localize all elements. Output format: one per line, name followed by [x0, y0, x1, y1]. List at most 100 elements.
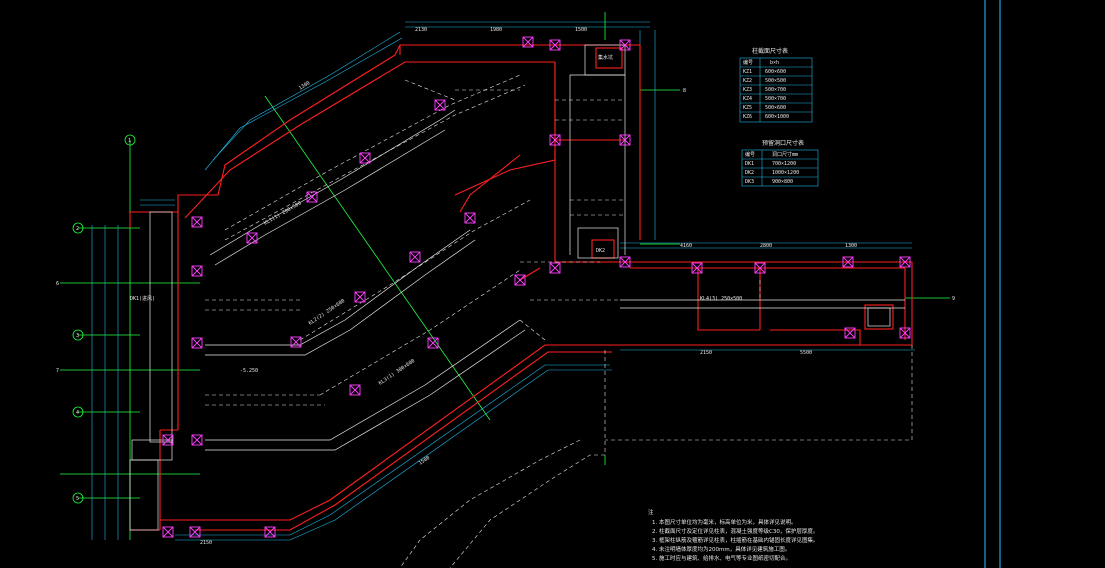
column-symbol — [290, 336, 302, 348]
column-symbol — [464, 212, 476, 224]
column-symbol — [264, 526, 276, 538]
axis-bubbles — [72, 134, 136, 504]
axis-bubble-text: 1 2 3 4 5 6 7 8 9 — [56, 88, 955, 502]
column-cross — [191, 216, 203, 228]
table1-r1c1: 500×500 — [765, 78, 786, 84]
table1-r4c0: KZ5 — [743, 105, 752, 111]
axis-label-a3: 3 — [76, 333, 79, 339]
table1-r0c0: KZ1 — [743, 69, 752, 75]
notes-line-4: 4. 未注明墙体厚度均为200mm，具体详见建筑施工图。 — [652, 545, 790, 553]
column-cross — [264, 526, 276, 538]
column-symbol — [842, 256, 854, 268]
drawing-frame — [984, 0, 1001, 568]
table1-title: 柱截面尺寸表 — [752, 47, 788, 55]
column-cross — [842, 256, 854, 268]
table1-r3c0: KZ4 — [743, 96, 752, 102]
table1-r2c0: KZ3 — [743, 87, 752, 93]
column-symbol — [549, 39, 561, 51]
table2-h1: 洞口尺寸mm — [772, 151, 798, 158]
dim-text-6: 2800 — [760, 243, 772, 249]
column-cross — [427, 337, 439, 349]
column-cross — [434, 99, 446, 111]
column-symbol — [754, 262, 766, 274]
column-symbol — [191, 434, 203, 446]
dim-text-10: 2150 — [200, 540, 212, 546]
column-cross — [754, 262, 766, 274]
column-symbol — [619, 39, 631, 51]
column-symbol — [349, 384, 361, 396]
notes-line-2: 2. 柱截面尺寸及定位详见柱表，混凝土强度等级C30，保护层厚度。 — [652, 527, 818, 535]
table1-r1c0: KZ2 — [743, 78, 752, 84]
column-symbol — [899, 327, 911, 339]
column-cross — [514, 274, 526, 286]
general-notes: 注 1. 本图尺寸单位均为毫米，标高单位为米，具体详见说明。 2. 柱截面尺寸及… — [648, 508, 819, 562]
dim-text-4: 1300 — [298, 80, 311, 91]
beam-label-3: KL3(1) 300×600 — [378, 358, 416, 387]
axis-label-a8: 8 — [683, 88, 686, 94]
column-cross — [354, 291, 366, 303]
dim-text-5: 4160 — [680, 243, 692, 249]
column-symbol — [514, 274, 526, 286]
table1-r0c1: 600×600 — [765, 69, 786, 75]
column-cross — [306, 191, 318, 203]
column-symbol — [619, 256, 631, 268]
dim-text-2: 1980 — [490, 27, 502, 33]
column-cross — [349, 384, 361, 396]
opening-size-table: 预留洞口尺寸表 编号 洞口尺寸mm DK1 700×1200 DK2 1000×… — [741, 139, 819, 187]
column-symbol — [844, 327, 856, 339]
column-symbol — [427, 337, 439, 349]
column-symbol — [191, 265, 203, 277]
columns — [162, 36, 911, 538]
column-cross — [191, 337, 203, 349]
dim-text-9: 5500 — [800, 350, 812, 356]
table2-r2c0: DK3 — [745, 179, 754, 185]
table1-r2c1: 500×700 — [765, 87, 786, 93]
notes-line-3: 3. 框架柱纵筋及箍筋详见柱表，柱插筋在基础内锚固长度详见图集。 — [652, 536, 819, 544]
axis-label-a9: 9 — [952, 296, 955, 302]
table2-r1c0: DK2 — [745, 170, 754, 176]
column-cross — [359, 152, 371, 164]
table2-h0: 编号 — [745, 151, 755, 158]
column-cross — [899, 256, 911, 268]
column-cross — [162, 526, 174, 538]
column-cross — [290, 336, 302, 348]
column-cross — [619, 39, 631, 51]
table2-r0c1: 700×1200 — [772, 161, 796, 167]
column-symbol — [549, 134, 561, 146]
column-cross — [619, 134, 631, 146]
table1-h0: 编号 — [743, 59, 753, 66]
table2-r1c1: 1000×1200 — [772, 170, 799, 176]
elevation-label: -5.250 — [240, 368, 258, 374]
dim-text-7: 1300 — [845, 243, 857, 249]
column-cross — [189, 526, 201, 538]
room-label-2: 集水坑 — [598, 54, 613, 61]
column-symbol — [162, 434, 174, 446]
column-cross — [691, 262, 703, 274]
room-label-3: DK2 — [596, 248, 605, 254]
axis-label-a2: 2 — [76, 226, 79, 232]
column-cross — [549, 262, 561, 274]
dashed-lines — [205, 74, 913, 568]
table2-title: 预留洞口尺寸表 — [762, 139, 804, 147]
column-symbol — [434, 99, 446, 111]
column-cross — [899, 327, 911, 339]
notes-title: 注 — [648, 508, 654, 516]
column-cross — [619, 256, 631, 268]
wall-outline — [129, 44, 913, 531]
table1-r5c0: KZ6 — [743, 114, 752, 120]
column-symbol — [409, 251, 421, 263]
column-symbol — [549, 262, 561, 274]
axis-label-a5: 5 — [76, 496, 79, 502]
column-cross — [549, 39, 561, 51]
misc-labels: DK1(进风) 集水坑 DK2 KL1(1) 200×500 KL2(2) 25… — [130, 54, 742, 387]
table1-r3c1: 500×700 — [765, 96, 786, 102]
dim-text-3: 1500 — [575, 27, 587, 33]
axis-label-a4: 4 — [76, 410, 79, 416]
column-cross — [191, 265, 203, 277]
dim-text-1: 2130 — [415, 27, 427, 33]
column-cross — [464, 212, 476, 224]
room-label-1: DK1(进风) — [130, 295, 155, 302]
column-symbol — [191, 216, 203, 228]
column-size-table: 柱截面尺寸表 编号 b×h KZ1 600×600 KZ2 500×500 KZ… — [739, 47, 813, 123]
column-cross — [191, 434, 203, 446]
